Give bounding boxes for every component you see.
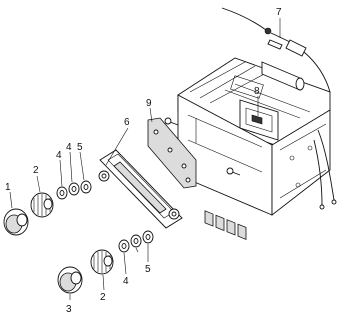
callout-8: 8 (254, 86, 260, 97)
knob-set-left (3, 180, 92, 236)
callout-5-left: 5 (77, 142, 83, 153)
callout-2-right: 2 (100, 292, 106, 303)
callout-7: 7 (276, 7, 282, 18)
leader-lines (9, 18, 281, 300)
escutcheon-panel (98, 149, 183, 229)
callout-5-right: 5 (145, 264, 151, 275)
antenna-lead (221, 7, 331, 93)
callout-6: 6 (124, 117, 130, 128)
bracket (147, 117, 197, 189)
callout-9: 9 (146, 98, 152, 109)
callouts: 1 2 4 4 5 3 2 4 5 6 9 7 8 (5, 7, 282, 315)
callout-4-right: 4 (123, 276, 129, 287)
radio-unit (164, 57, 337, 240)
callout-1: 1 (5, 182, 11, 193)
callout-3: 3 (66, 304, 72, 315)
callout-4-left-b: 4 (66, 142, 72, 153)
callout-2-left: 2 (33, 165, 39, 176)
knob-set-right (57, 230, 154, 294)
callout-4-left-a: 4 (56, 150, 62, 161)
